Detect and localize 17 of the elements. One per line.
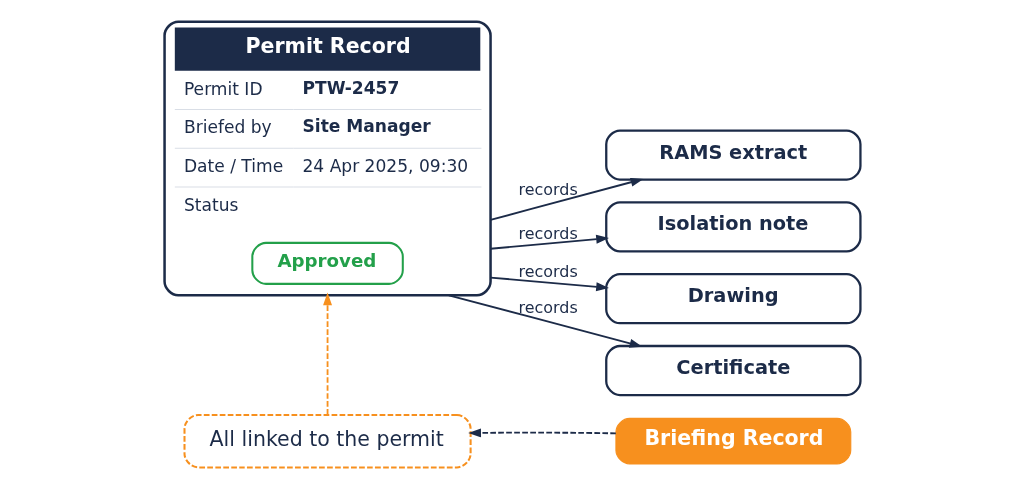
- edge-label: records: [517, 297, 578, 317]
- node-box: Isolation note: [604, 201, 862, 253]
- node-box: Drawing: [604, 273, 862, 325]
- arrow: [489, 276, 609, 292]
- node-box: All linked to the permit: [183, 413, 472, 469]
- arrow: [467, 428, 617, 438]
- arrow: [322, 292, 332, 416]
- node-box: Approved: [250, 241, 404, 285]
- node-box: Briefing Record: [614, 417, 851, 465]
- arrow: [489, 177, 643, 221]
- edge-label: records: [517, 262, 578, 282]
- node-box: RAMS extract: [604, 129, 862, 181]
- arrow: [447, 294, 642, 348]
- node-box: Certificate: [604, 344, 862, 397]
- arrow: [489, 234, 609, 250]
- edge-label: records: [517, 180, 578, 200]
- edge-label: records: [517, 223, 578, 243]
